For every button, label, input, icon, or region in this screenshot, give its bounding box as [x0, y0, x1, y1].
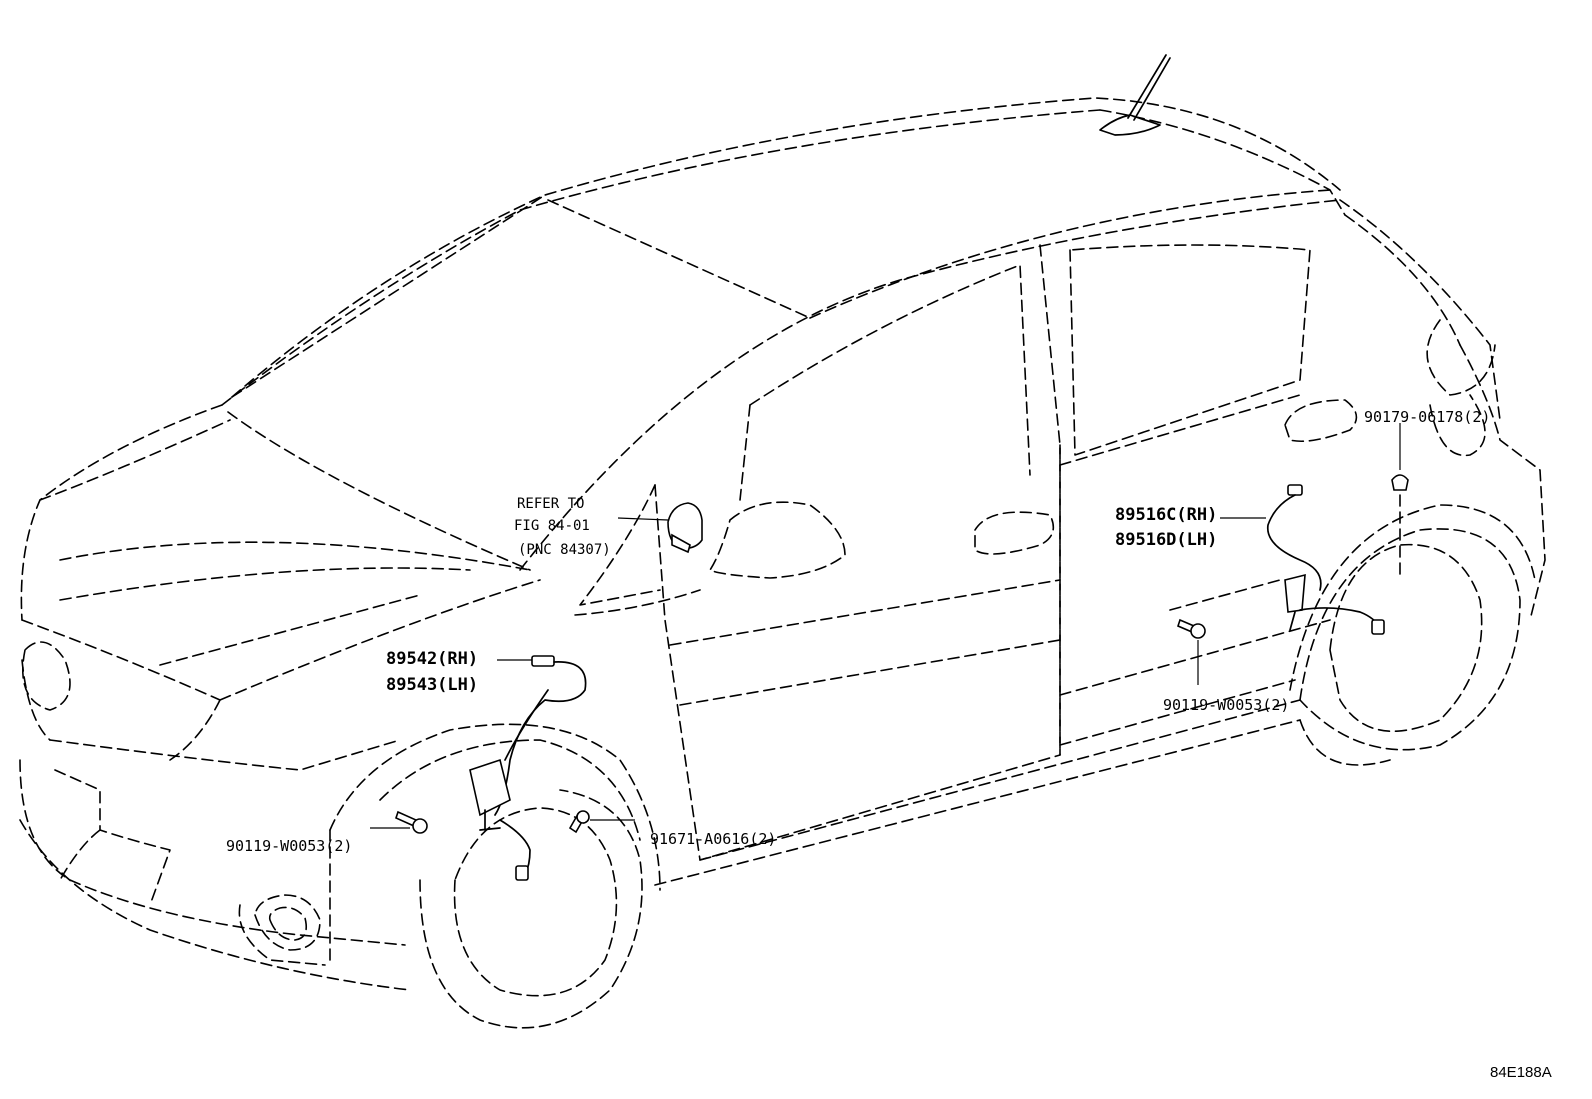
front-bolt-center	[568, 810, 635, 834]
bolt-front-left-label: 90119-W0053(2)	[226, 837, 352, 855]
front-sensor-rh: 89542(RH)	[386, 649, 478, 669]
front-sensor-lh: 89543(LH)	[386, 675, 478, 695]
car-body-outline	[19, 97, 1546, 1029]
rear-sensor-lh: 89516D(LH)	[1115, 530, 1217, 550]
rear-clip	[1391, 423, 1409, 581]
steering-sensor-part	[617, 502, 703, 554]
front-bolt-left	[370, 810, 428, 834]
antenna	[1099, 54, 1171, 136]
figure-code: 84E188A	[1490, 1064, 1552, 1081]
rear-speed-sensor	[1220, 484, 1385, 635]
rear-sensor-rh: 89516C(RH)	[1115, 505, 1217, 525]
callout-refer: REFER TO FIG 84-01 (PNC 84307)	[514, 496, 611, 558]
refer-line1: REFER TO	[517, 496, 584, 512]
clip-rear-label: 90179-06178(2)	[1364, 408, 1490, 426]
bolt-front-center-label: 91671-A0616(2)	[650, 830, 776, 848]
callout-rear-sensor: 89516C(RH) 89516D(LH)	[1115, 505, 1217, 550]
rear-bolt	[1169, 579, 1281, 685]
callout-front-sensor: 89542(RH) 89543(LH)	[386, 649, 478, 695]
refer-line2: FIG 84-01	[514, 518, 590, 534]
refer-line3: (PNC 84307)	[518, 542, 611, 558]
front-speed-sensor	[469, 655, 587, 881]
bolt-rear-label: 90119-W0053(2)	[1163, 696, 1289, 714]
